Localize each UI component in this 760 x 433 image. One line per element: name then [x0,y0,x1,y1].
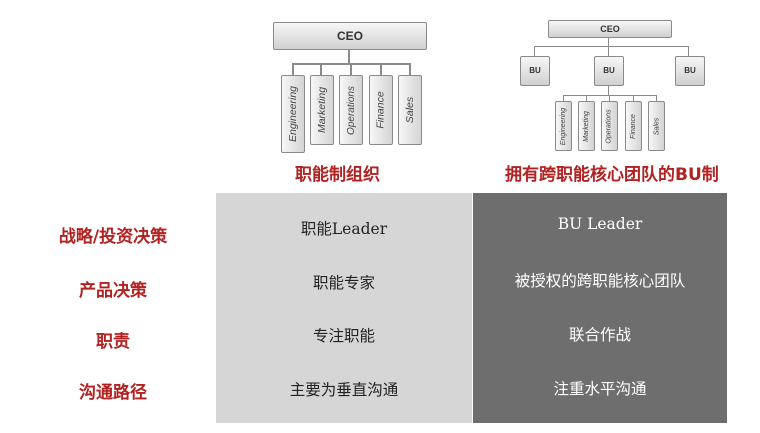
bu-box: BU [594,56,624,86]
functional-cell-strategy: 职能Leader [300,220,388,238]
bu-department-box-sales: Sales [648,101,665,151]
ceo-box: CEO [273,22,427,50]
bu-org-title: 拥有跨职能核心团队的BU制 [505,165,719,185]
bu-department-box-operations: Operations [601,101,618,151]
bu-cell-strategy: BU Leader [557,215,643,233]
functional-org-title: 职能制组织 [295,165,380,185]
row-label-communication: 沟通路径 [79,383,147,403]
bu-department-box-engineering: Engineering [555,101,572,151]
bu-cell-responsibility: 联合作战 [568,326,631,344]
bu-box: BU [675,56,705,86]
row-label-product: 产品决策 [79,281,147,301]
bu-department-box-marketing: Marketing [578,101,595,151]
department-box-operations: Operations [339,75,363,145]
functional-cell-responsibility: 专注职能 [312,327,375,345]
department-box-engineering: Engineering [281,75,305,153]
bu-ceo-box: CEO [548,20,672,38]
bu-box: BU [520,56,550,86]
bu-cell-communication: 注重水平沟通 [553,380,647,398]
department-box-sales: Sales [398,75,422,145]
bu-department-box-finance: Finance [625,101,642,151]
row-label-responsibility: 职责 [96,332,130,352]
department-box-marketing: Marketing [310,75,334,145]
row-label-strategy: 战略/投资决策 [58,227,168,247]
functional-panel: 职能Leader 职能专家 专注职能 主要为垂直沟通 [216,193,472,423]
bu-panel: BU Leader 被授权的跨职能核心团队 联合作战 注重水平沟通 [473,193,727,423]
bu-cell-product: 被授权的跨职能核心团队 [514,272,686,290]
functional-cell-communication: 主要为垂直沟通 [289,381,399,399]
functional-cell-product: 职能专家 [312,274,375,292]
department-box-finance: Finance [369,75,393,145]
